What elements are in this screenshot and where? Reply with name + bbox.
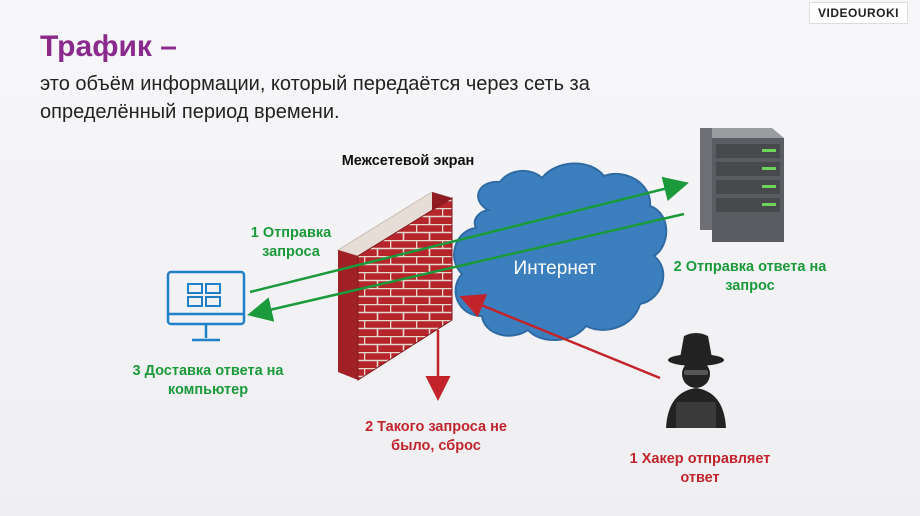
step-deliver-reply: 3 Доставка ответа на компьютер [118,362,298,400]
step-send-request: 1 Отправка запроса [232,224,350,262]
server-icon [700,128,784,242]
step-hacker: 1 Хакер отправляет ответ [612,450,788,488]
computer-icon [168,272,244,340]
step-no-request: 2 Такого запроса не было, сброс [360,418,512,456]
step-send-reply: 2 Отправка ответа на запрос [660,258,840,296]
firewall-brick-wall-icon [338,192,452,380]
internet-label: Интернет [500,259,610,278]
internet-cloud-icon [454,163,666,340]
hacker-icon [666,333,726,428]
firewall-label: Межсетевой экран [338,152,478,171]
